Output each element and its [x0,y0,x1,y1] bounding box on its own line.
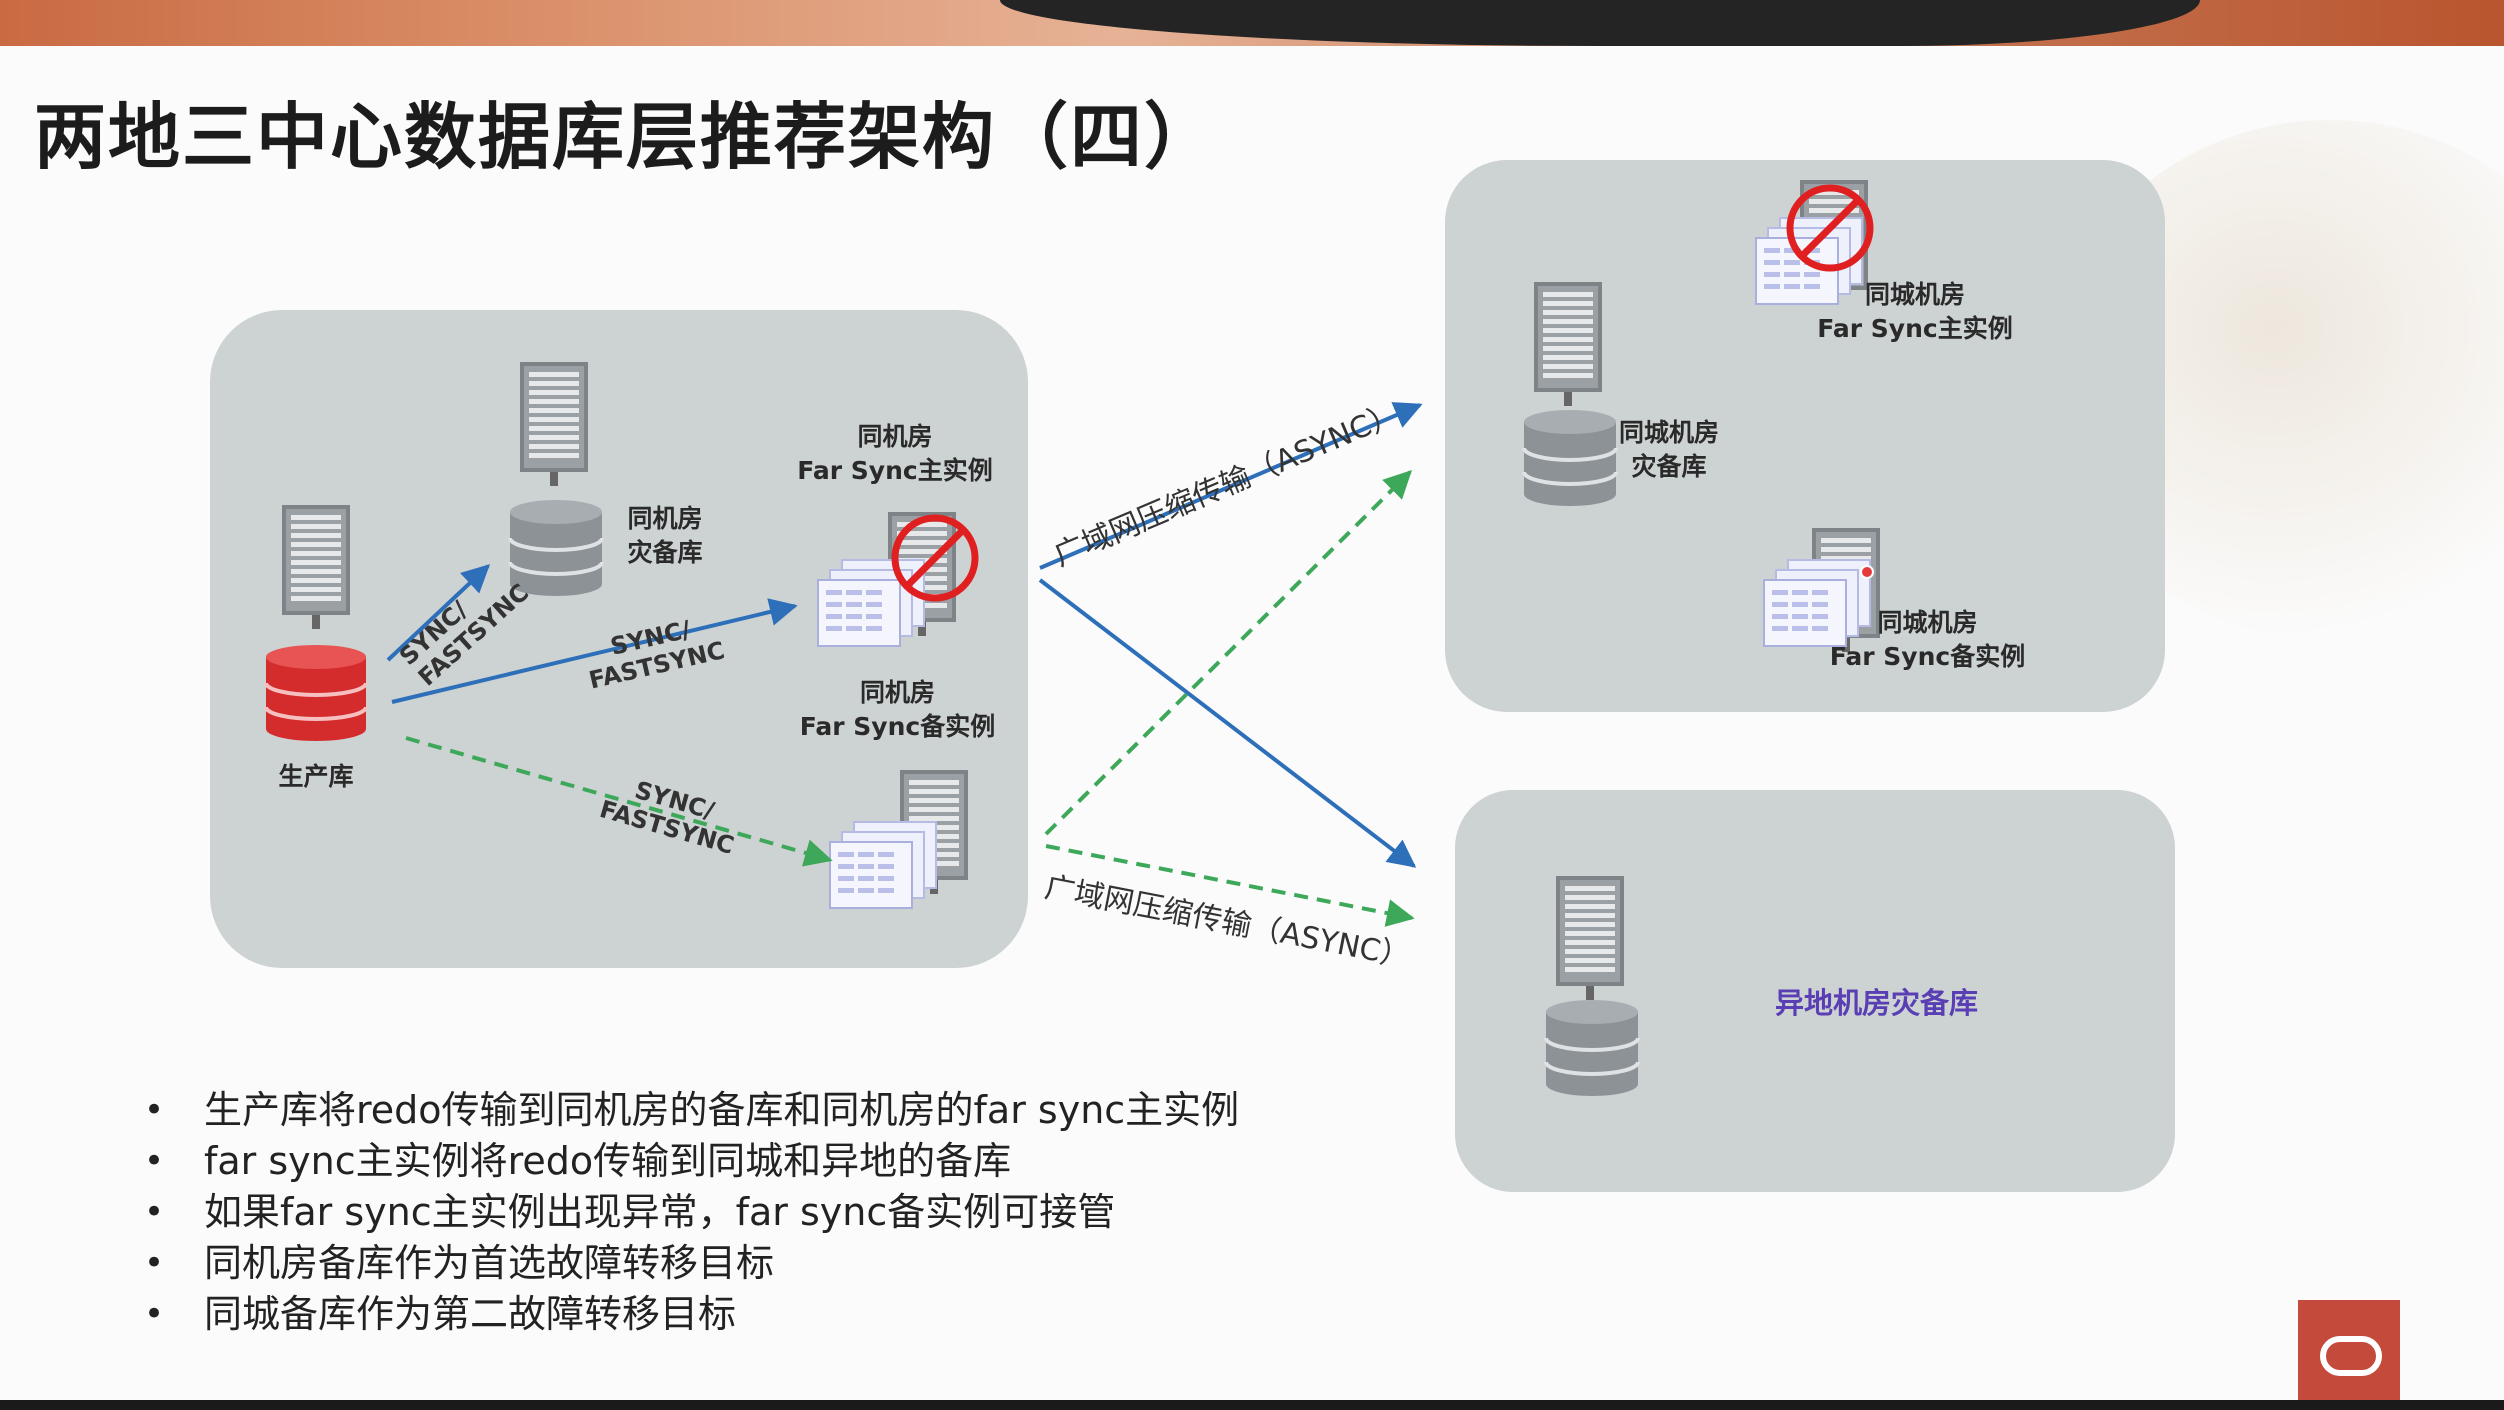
arrow-farsync-standby-to-remote [1045,844,1415,927]
bullet-symbol: • [144,1141,165,1181]
local-farsync-standby-label: 同机房 Far Sync备实例 [799,678,996,741]
bullet-symbol: • [144,1192,165,1232]
slide-title: 两地三中心数据库层推荐架构（四） [34,95,1219,179]
local-farsync-standby-documents-icon [829,821,937,909]
bullet-item: •如果far sync主实例出现异常，far sync备实例可接管 [140,1187,1239,1238]
remote-standby-database-icon [1544,998,1640,1098]
bullet-symbol: • [144,1090,165,1130]
arrow-farsync-to-city [1039,402,1423,570]
city-standby-server-icon [1534,282,1602,406]
oracle-logo-icon [2320,1336,2382,1376]
bullet-item: •同机房备库作为首选故障转移目标 [140,1238,1239,1289]
arrow-prod-to-local-standby [386,564,491,662]
production-server-icon [282,505,350,629]
production-database-icon [264,645,368,741]
local-standby-server-icon [520,362,588,486]
remote-standby-label: 异地机房灾备库 [1775,986,1979,1020]
bullet-item: •far sync主实例将redo传输到同城和异地的备库 [140,1136,1239,1187]
local-farsync-primary-label: 同机房 Far Sync主实例 [797,422,993,485]
local-standby-label: 同机房 灾备库 [627,504,703,567]
panel-remote-datacenter [1455,790,2175,1192]
city-farsync-standby-label: 同城机房 Far Sync备实例 [1829,608,2026,671]
local-standby-database-icon [508,498,604,598]
arrow-farsync-to-remote [1038,578,1417,868]
bullet-symbol: • [144,1243,165,1283]
arrow-farsync-standby-to-city [1044,470,1412,836]
oracle-brand-tab [2298,1300,2400,1400]
city-farsync-primary-label: 同城机房 Far Sync主实例 [1817,280,2013,343]
production-db-label: 生产库 [278,762,354,791]
summary-bullet-list: •生产库将redo传输到同机房的备库和同机房的far sync主实例 •far … [140,1085,1239,1340]
cursor-indicator [1860,565,1874,579]
city-standby-label: 同城机房 灾备库 [1618,418,1719,481]
arrow-prod-to-local-farsync-standby [405,736,833,867]
bullet-item: •生产库将redo传输到同机房的备库和同机房的far sync主实例 [140,1085,1239,1136]
local-farsync-primary-documents-icon [817,559,925,647]
arrow-prod-to-local-farsync-primary [391,598,798,704]
remote-standby-server-icon [1556,876,1624,1000]
bullet-item: •同城备库作为第二故障转移目标 [140,1289,1239,1340]
bullet-symbol: • [144,1294,165,1334]
